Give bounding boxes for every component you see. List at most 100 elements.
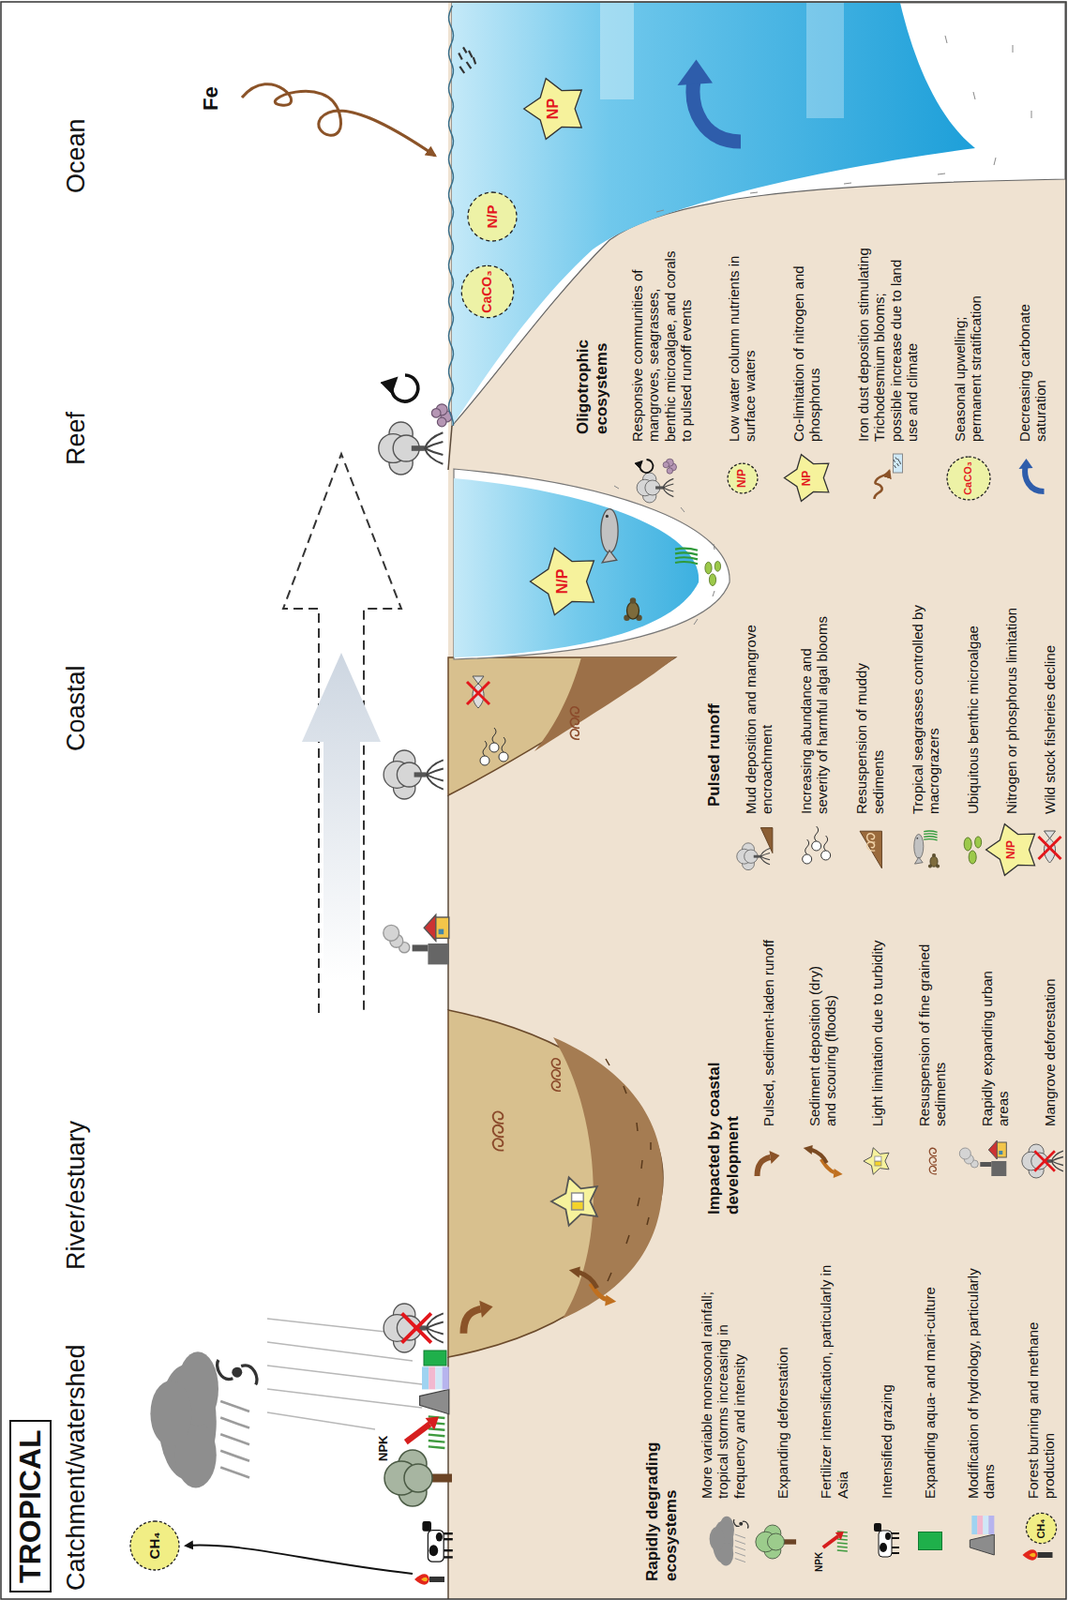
illustration-part	[391, 375, 419, 402]
legend-text: Resuspension of fine grained sediments	[916, 938, 949, 1127]
illustration-part	[1051, 1160, 1064, 1166]
microalgae-icon	[963, 836, 982, 864]
illustration-part	[435, 1366, 442, 1389]
limitation-star: N/P	[525, 543, 601, 619]
legend-text: Nitrogen or phosphorus limitation	[1003, 598, 1020, 814]
cloud-icon	[150, 1351, 257, 1488]
cloud-icon	[709, 1516, 749, 1566]
illustration-part	[429, 1576, 445, 1582]
coastal-sediment	[534, 657, 676, 752]
illustration-part	[498, 752, 509, 762]
illustration-part	[493, 1138, 504, 1150]
dugong-set-icon	[914, 830, 940, 869]
illustration-part	[551, 1081, 561, 1091]
blue-arrow-icon	[677, 60, 742, 143]
illustration-part	[571, 1192, 585, 1202]
circle-shape	[461, 265, 513, 317]
symbol-label: NPK	[376, 1435, 392, 1461]
illustration-part	[662, 458, 677, 474]
illustration-part	[863, 1147, 889, 1175]
ocean-dashes	[656, 35, 1032, 212]
mangrove-icon	[378, 421, 444, 475]
illustration-part	[802, 854, 813, 864]
illustration-part	[466, 61, 472, 69]
legend-text: More variable monsoonal rainfall; tropic…	[698, 1263, 748, 1499]
illustration-part	[220, 1400, 250, 1412]
aquaculture-pond	[423, 1350, 447, 1366]
illustration-part	[468, 50, 473, 58]
illustration-part	[735, 1558, 746, 1563]
illustration-part	[874, 1156, 882, 1161]
factory-icon	[383, 914, 450, 964]
illustration-part	[412, 944, 429, 951]
dugong-icon	[601, 509, 618, 563]
illustration-part	[601, 509, 618, 554]
illustration-part	[479, 1300, 493, 1318]
illustration-part	[760, 856, 770, 860]
circle-shape	[727, 463, 758, 494]
illustration-part	[709, 1526, 725, 1551]
circle-shape	[1025, 1513, 1056, 1544]
illustration-part	[998, 1150, 1003, 1155]
illustration-part	[220, 1433, 250, 1445]
illustration-part	[760, 848, 770, 858]
illustration-part	[677, 60, 714, 87]
illustration-part	[837, 1546, 848, 1548]
legend-text: Forest burning and methane production	[1024, 1263, 1058, 1499]
illustration-part	[977, 1515, 983, 1535]
legend-text: Pulsed, sediment-laden runoff	[760, 938, 777, 1127]
runoff-export-arrow	[301, 652, 381, 981]
wedge-swirl-icon	[859, 830, 882, 869]
illustration-part	[605, 514, 609, 518]
legend-text: Modification of hydrology, particularly …	[964, 1263, 998, 1499]
lagoon-water	[453, 478, 699, 658]
mud-mangrove-icon	[737, 827, 773, 871]
circle-arrow-icon	[391, 375, 419, 402]
fire-icon	[414, 1573, 445, 1584]
legend-text: Decreasing carbonate saturation	[1016, 246, 1050, 442]
light-star-icon	[551, 1176, 598, 1225]
illustration-part	[1038, 836, 1062, 859]
illustration-part	[735, 1539, 746, 1544]
illustration-part	[428, 1428, 446, 1430]
illustration-part	[421, 1520, 432, 1532]
illustration-part	[879, 1542, 888, 1552]
illustration-part	[463, 46, 467, 53]
illustration-part	[429, 1544, 439, 1556]
illustration-part	[885, 1532, 891, 1540]
illustration-part	[929, 1165, 937, 1174]
illustration-part	[823, 1535, 839, 1548]
illustration-part	[873, 1522, 882, 1532]
illustration-part	[757, 1157, 771, 1176]
sea-surface	[449, 5, 454, 426]
illustration-part	[929, 1147, 937, 1156]
illustration-part	[971, 1515, 978, 1535]
mangrove-x-icon	[383, 1303, 444, 1353]
illustration-part	[630, 597, 637, 604]
illustration-part	[760, 856, 770, 865]
nutrient-circle: CaCO₃	[945, 454, 993, 502]
ground-line	[448, 425, 452, 1599]
node-text: CH₄	[147, 1532, 164, 1560]
illustration-part	[220, 1450, 250, 1461]
illustration-part	[753, 855, 761, 858]
illustration-part	[472, 676, 484, 684]
illustration-part	[570, 729, 580, 739]
illustration-part	[991, 1160, 1007, 1176]
illustration-part	[928, 853, 940, 868]
legend-text: Low water column nutrients in surface wa…	[725, 246, 759, 442]
illustration-part	[421, 1366, 429, 1389]
algae-icon	[480, 727, 509, 766]
node-text: N/P	[484, 205, 501, 229]
dam-icon	[969, 1515, 994, 1555]
fish-x-icon	[466, 676, 490, 708]
circle-shape	[467, 192, 517, 241]
star-shape	[524, 78, 583, 140]
illustration-part	[914, 857, 923, 864]
illustration-part	[639, 459, 653, 473]
illustration-part	[601, 550, 617, 563]
legend-text: Expanding deforestation	[774, 1263, 791, 1499]
illustration-part	[878, 1530, 892, 1557]
legend-text: Mangrove deforestation	[1041, 938, 1058, 1127]
